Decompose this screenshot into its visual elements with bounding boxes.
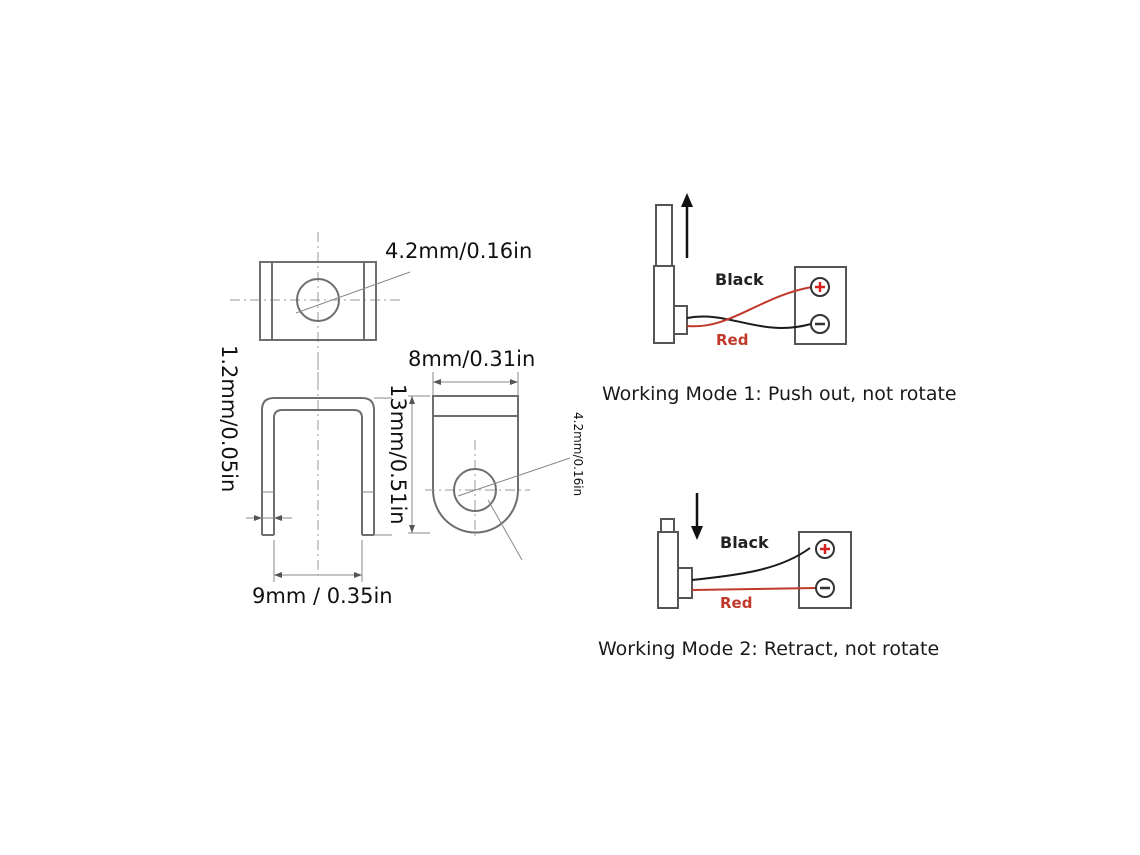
minus-terminal-icon xyxy=(815,578,835,598)
bracket-side-view xyxy=(408,372,571,561)
retract-arrow-icon xyxy=(691,493,703,540)
plus-terminal-icon xyxy=(810,277,830,297)
bracket-front-view xyxy=(246,360,392,582)
wiring-diagram-mode2 xyxy=(657,493,852,609)
bracket-top-view xyxy=(230,232,411,380)
hole-dimension-side-label: 4.2mm/0.16in xyxy=(571,412,585,496)
hole-dimension-top-label: 4.2mm/0.16in xyxy=(385,239,532,263)
mode1-black-wire-label: Black xyxy=(715,270,764,289)
mode1-caption: Working Mode 1: Push out, not rotate xyxy=(602,383,957,405)
mode2-red-wire-label: Red xyxy=(720,594,752,612)
mode2-caption: Working Mode 2: Retract, not rotate xyxy=(598,638,939,660)
width-dimension-right-label: 8mm/0.31in xyxy=(408,347,535,371)
thickness-dimension-label: 1.2mm/0.05in xyxy=(217,345,241,492)
height-dimension-label: 13mm/0.51in xyxy=(386,384,410,525)
mode2-black-wire-label: Black xyxy=(720,533,769,552)
push-out-arrow-icon xyxy=(681,193,693,258)
mode1-red-wire-label: Red xyxy=(716,331,748,349)
plus-terminal-icon xyxy=(815,539,835,559)
minus-terminal-icon xyxy=(810,314,830,334)
wiring-diagram-mode1 xyxy=(653,193,847,345)
width-dimension-bottom-label: 9mm / 0.35in xyxy=(252,584,393,608)
